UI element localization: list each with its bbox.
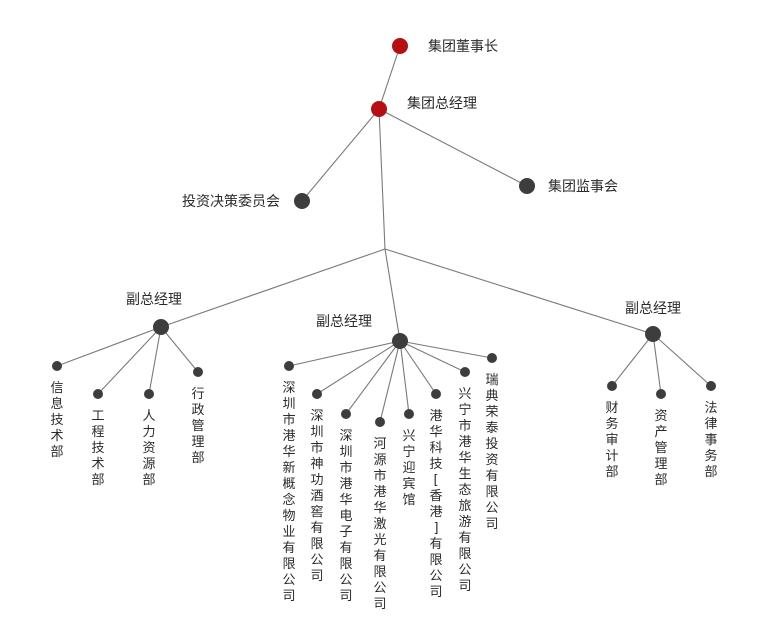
general-manager-node[interactable]	[371, 101, 387, 117]
deputy-node-3[interactable]	[645, 326, 661, 342]
deputy-label-1: 副总经理	[126, 292, 182, 308]
edge-deputy-2-dept-8	[399, 340, 493, 359]
department-node[interactable]	[341, 409, 351, 419]
department-label: 信息技术部	[50, 381, 63, 460]
edge-deputy-1-dept-4	[160, 326, 199, 373]
edge-gm-supervisory	[378, 108, 528, 187]
department-node[interactable]	[375, 417, 385, 427]
edge-deputy-2-dept-6	[399, 340, 437, 395]
edge-deputy-1-dept-3	[148, 326, 162, 395]
edge-deputy-1-dept-1	[56, 326, 162, 367]
department-node[interactable]	[93, 389, 103, 399]
supervisory-board-label: 集团监事会	[548, 178, 618, 195]
general-manager-label: 集团总经理	[407, 95, 477, 112]
deputy-label-2: 副总经理	[316, 314, 372, 330]
edge-deputy-1-dept-2	[97, 326, 162, 395]
edge-gm-junction	[378, 108, 386, 250]
department-node[interactable]	[656, 389, 666, 399]
department-node[interactable]	[487, 353, 497, 363]
edge-deputy-2-dept-3	[345, 340, 401, 415]
department-node[interactable]	[144, 389, 154, 399]
deputy-node-1[interactable]	[153, 319, 169, 335]
department-node[interactable]	[706, 381, 716, 391]
nodes-layer: 集团董事长 集团总经理 投资决策委员会 集团监事会 副总经理 副总经理 副总经理	[126, 38, 681, 349]
edge-deputy-2-dept-5	[399, 340, 410, 415]
edge-deputy-3-dept-2	[652, 333, 662, 395]
department-node[interactable]	[312, 389, 322, 399]
edge-junction-deputy-3	[384, 248, 654, 335]
edge-junction-deputy-1	[160, 248, 386, 328]
department-label: 财务审计部	[605, 401, 618, 480]
department-label: 深圳市港华新概念物业有限公司	[282, 381, 295, 604]
edge-deputy-2-dept-1	[288, 340, 401, 367]
edge-deputy-2-dept-7	[399, 340, 466, 373]
investment-committee-node[interactable]	[294, 193, 310, 209]
department-label: 河源市港华激光有限公司	[373, 437, 386, 612]
department-node[interactable]	[52, 361, 62, 371]
edge-deputy-3-dept-1	[611, 333, 654, 387]
deputy-node-2[interactable]	[392, 333, 408, 349]
department-label: 资产管理部	[654, 409, 667, 488]
chairman-label: 集团董事长	[428, 38, 498, 55]
edges-layer	[56, 45, 712, 423]
investment-committee-label: 投资决策委员会	[182, 193, 280, 210]
department-node[interactable]	[404, 409, 414, 419]
department-label: 工程技术部	[91, 409, 104, 488]
department-label: 兴宁市港华生态旅游有限公司	[458, 387, 471, 594]
department-label: 深圳市港华电子有限公司	[339, 429, 352, 604]
department-nodes-layer: 信息技术部 工程技术部 人力资源部 行政管理部 深圳市港华新概念物业有限公司 深圳市神功酒…	[50, 353, 718, 612]
department-node[interactable]	[284, 361, 294, 371]
department-node[interactable]	[193, 367, 203, 377]
department-label: 行政管理部	[191, 387, 204, 466]
deputy-label-3: 副总经理	[625, 301, 681, 317]
department-label: 人力资源部	[142, 409, 155, 488]
department-label: 兴宁迎宾馆	[402, 429, 415, 508]
department-node[interactable]	[607, 381, 617, 391]
chairman-node[interactable]	[392, 38, 408, 54]
department-label: 深圳市神功酒窖有限公司	[310, 409, 323, 584]
edge-deputy-3-dept-3	[652, 333, 712, 387]
supervisory-board-node[interactable]	[519, 178, 535, 194]
edge-deputy-2-dept-4	[379, 340, 401, 423]
department-label: 瑞典荣泰投资有限公司	[485, 373, 498, 532]
edge-deputy-2-dept-2	[316, 340, 401, 395]
department-node[interactable]	[460, 367, 470, 377]
department-label: 港华科技[香港]有限公司	[429, 409, 442, 600]
department-node[interactable]	[431, 389, 441, 399]
department-label: 法律事务部	[704, 401, 717, 480]
edge-chairman-gm	[378, 45, 401, 110]
edge-gm-investment	[301, 108, 380, 202]
edge-junction-deputy-2	[384, 248, 401, 342]
